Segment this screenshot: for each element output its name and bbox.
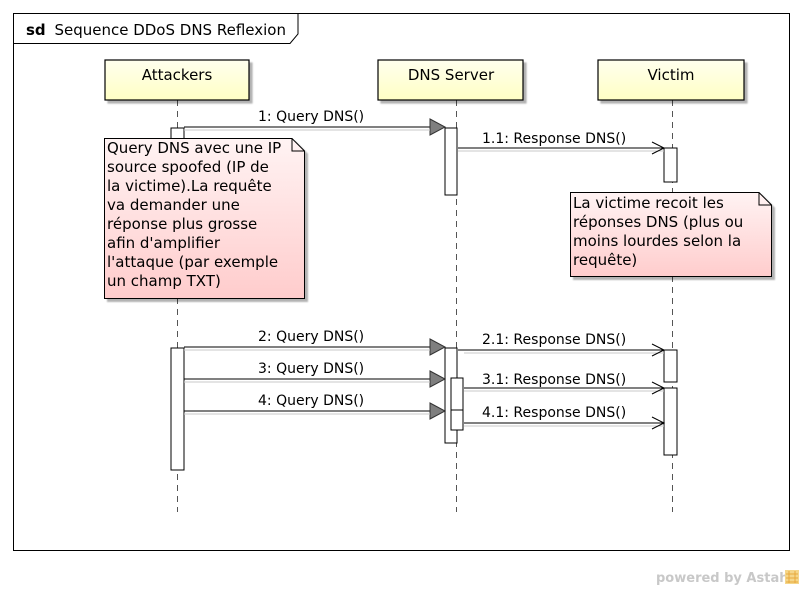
activation-victim-1 bbox=[663, 147, 678, 183]
activation-dns-4 bbox=[450, 409, 464, 431]
note-spoofed-query[interactable]: Query DNS avec une IP source spoofed (IP… bbox=[104, 138, 305, 299]
watermark-text: powered by Astah bbox=[656, 571, 788, 586]
svg-text:sd Sequence DDoS DNS Refle: sd Sequence DDoS DNS Reflexion bbox=[26, 21, 286, 39]
message-1-1-arrowhead bbox=[651, 141, 666, 155]
message-2-arrowhead bbox=[429, 338, 447, 356]
message-3-1-label: 3.1: Response DNS() bbox=[482, 372, 626, 388]
lifeline-attackers-label: Attackers bbox=[142, 66, 213, 84]
astah-logo-icon bbox=[785, 570, 799, 584]
lifeline-attackers[interactable]: Attackers bbox=[104, 59, 250, 101]
message-2-label: 2: Query DNS() bbox=[258, 329, 364, 345]
message-3-label: 3: Query DNS() bbox=[258, 361, 364, 377]
message-4-arrowhead bbox=[429, 402, 447, 420]
message-4-1-label: 4.1: Response DNS() bbox=[482, 405, 626, 421]
activation-attackers-2 bbox=[170, 347, 185, 471]
lifeline-dns-server[interactable]: DNS Server bbox=[377, 59, 524, 101]
note-victim-receives-text: La victime recoit les réponses DNS (plus… bbox=[573, 194, 748, 269]
message-1-label: 1: Query DNS() bbox=[258, 109, 364, 125]
activation-victim-2 bbox=[663, 349, 678, 383]
message-2-1-arrowhead bbox=[651, 343, 666, 357]
frame-tab bbox=[13, 13, 299, 44]
lifeline-dns-server-label: DNS Server bbox=[408, 66, 495, 84]
lifeline-victim[interactable]: Victim bbox=[597, 59, 745, 101]
activation-dns-1 bbox=[444, 127, 458, 196]
lifeline-victim-label: Victim bbox=[647, 66, 694, 84]
message-1-arrowhead bbox=[429, 118, 447, 136]
frame-border bbox=[13, 13, 790, 551]
message-3-1-arrowhead bbox=[651, 381, 666, 395]
note-spoofed-query-text: Query DNS avec une IP source spoofed (IP… bbox=[107, 139, 286, 290]
message-4-1-arrowhead bbox=[651, 416, 666, 430]
activation-victim-3 bbox=[663, 387, 678, 456]
note-victim-receives[interactable]: La victime recoit les réponses DNS (plus… bbox=[570, 192, 772, 277]
frame-keyword: sd bbox=[26, 21, 46, 39]
message-4-label: 4: Query DNS() bbox=[258, 393, 364, 409]
activation-dns-3 bbox=[450, 377, 464, 413]
message-2-1-label: 2.1: Response DNS() bbox=[482, 332, 626, 348]
message-1-1-label: 1.1: Response DNS() bbox=[482, 131, 626, 147]
message-3-arrowhead bbox=[429, 370, 447, 388]
frame-title: Sequence DDoS DNS Reflexion bbox=[54, 21, 286, 39]
